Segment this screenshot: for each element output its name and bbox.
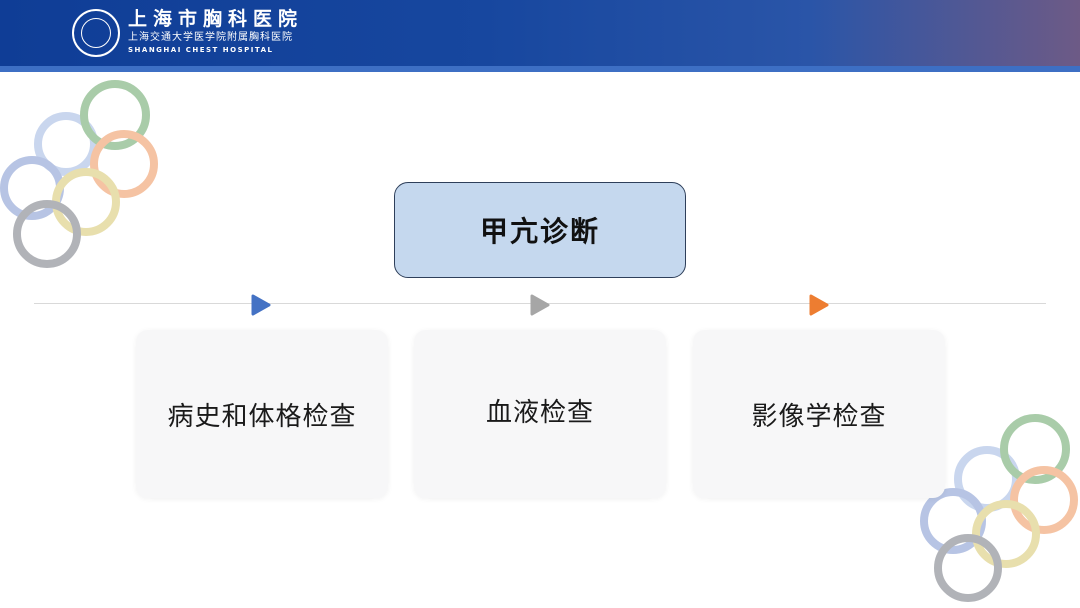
deco-ring — [934, 534, 1002, 602]
card-label: 影像学检查 — [751, 401, 887, 432]
card-blood-test: 血液检查 — [414, 330, 666, 498]
hospital-name: 上海市胸科医院 — [128, 8, 304, 30]
play-marker-icon — [809, 294, 829, 316]
deco-ring — [90, 130, 158, 198]
hospital-seal-logo — [72, 9, 120, 57]
card-imaging: 影像学检查 — [693, 330, 945, 498]
header-band — [0, 0, 1080, 66]
slide-title: 甲亢诊断 — [479, 215, 600, 248]
deco-ring — [13, 200, 81, 268]
card-label: 血液检查 — [485, 397, 594, 428]
hospital-affiliation: 上海交通大学医学院附属胸科医院 — [128, 32, 293, 43]
hospital-name-english: SHANGHAI CHEST HOSPITAL — [128, 46, 274, 54]
card-label: 病史和体格检查 — [167, 401, 357, 432]
title-box: 甲亢诊断 — [394, 182, 686, 278]
seal-inner-ring — [81, 18, 111, 48]
header-rule — [0, 66, 1080, 72]
play-marker-icon — [251, 294, 271, 316]
card-history-physical: 病史和体格检查 — [136, 330, 388, 498]
deco-ring — [34, 112, 98, 176]
play-marker-icon — [530, 294, 550, 316]
